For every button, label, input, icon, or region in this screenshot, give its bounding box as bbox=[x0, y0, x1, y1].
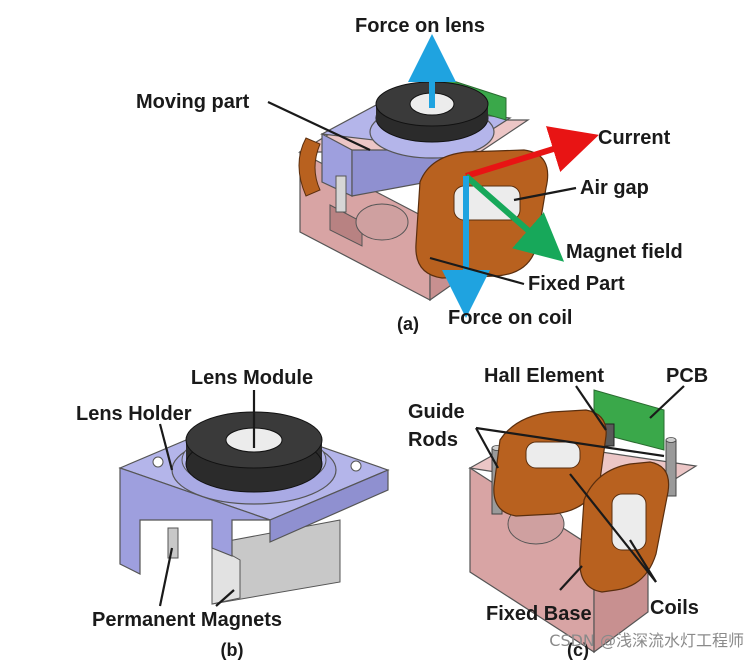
leader-lines-c bbox=[475, 385, 685, 591]
label-lens-holder: Lens Holder bbox=[76, 403, 192, 425]
caption-b: (b) bbox=[221, 640, 244, 660]
label-fixed-base: Fixed Base bbox=[486, 603, 592, 625]
lens-module-a bbox=[369, 81, 495, 159]
label-moving-part: Moving part bbox=[136, 91, 250, 113]
current-arrow bbox=[465, 126, 599, 179]
panel-a-assembly: Force on lens Moving part Current Air ga… bbox=[136, 15, 683, 334]
label-magnet-field: Magnet field bbox=[566, 241, 683, 263]
lens-module-b bbox=[171, 411, 337, 505]
label-force-on-coil: Force on coil bbox=[448, 307, 572, 329]
coils-c bbox=[493, 409, 670, 593]
label-hall-element: Hall Element bbox=[484, 365, 604, 387]
panel-b-lens-module: Lens Module Lens Holder Permanent Magnet… bbox=[76, 367, 390, 660]
panel-c-fixed-base: Hall Element PCB Guide Rods Fixed Base C… bbox=[408, 365, 708, 660]
label-guide: Guide bbox=[408, 401, 465, 423]
leader-lines-b bbox=[158, 390, 256, 607]
caption-a: (a) bbox=[397, 314, 419, 334]
label-force-on-lens: Force on lens bbox=[355, 15, 485, 37]
label-lens-module: Lens Module bbox=[191, 367, 313, 389]
label-coils: Coils bbox=[650, 597, 699, 619]
magnet-field-arrow bbox=[464, 173, 565, 262]
label-fixed-part: Fixed Part bbox=[528, 273, 625, 295]
label-current: Current bbox=[598, 127, 671, 149]
permanent-magnets bbox=[167, 519, 341, 605]
watermark: CSDN @浅深流水灯工程师 bbox=[549, 631, 744, 650]
label-permanent-magnets: Permanent Magnets bbox=[92, 609, 282, 631]
label-pcb: PCB bbox=[666, 365, 708, 387]
caption-c: (c) bbox=[567, 640, 589, 660]
label-air-gap: Air gap bbox=[580, 177, 649, 199]
label-rods: Rods bbox=[408, 429, 458, 451]
leader-lines-a bbox=[267, 101, 577, 286]
